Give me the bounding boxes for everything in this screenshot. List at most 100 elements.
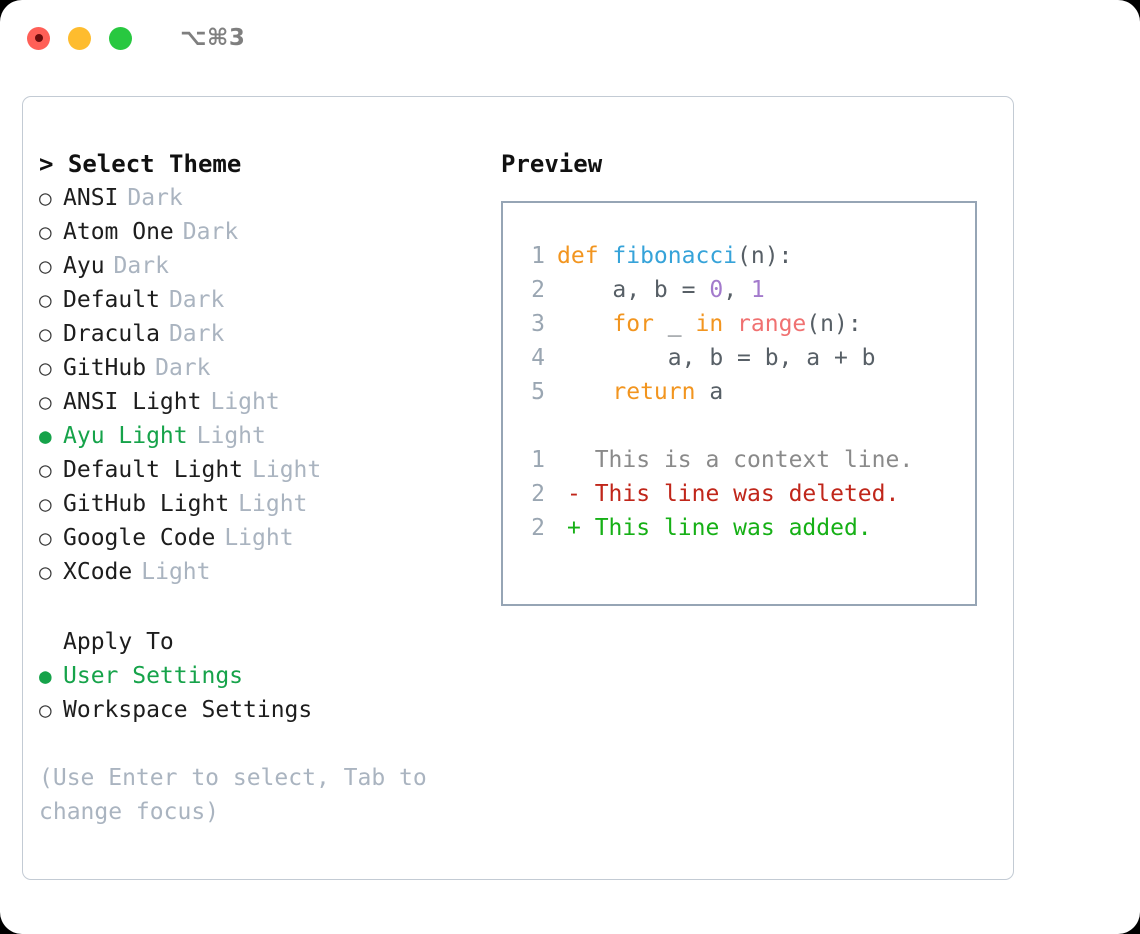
code-text: def fibonacci(n): <box>557 239 792 273</box>
apply-to-option-label: User Settings <box>63 663 244 689</box>
radio-unselected-icon: ○ <box>39 288 52 312</box>
diff-text: This line was added. <box>580 515 872 541</box>
diff-line-ctx: 1 This is a context line. <box>503 443 975 477</box>
code-token-pl: a, b = <box>557 277 710 303</box>
code-line: 4 a, b = b, a + b <box>503 341 975 375</box>
diff-line-add: 2 + This line was added. <box>503 511 975 545</box>
diff-marker: + <box>567 515 581 541</box>
code-token-pl: (n): <box>737 243 793 269</box>
line-number: 3 <box>531 311 545 337</box>
line-number: 2 <box>531 277 545 303</box>
theme-option-6[interactable]: ○ ANSI Light Light <box>39 385 479 419</box>
apply-to-option-0[interactable]: ● User Settings <box>39 659 479 693</box>
window-controls <box>27 26 132 50</box>
code-token-pl: (n): <box>806 311 862 337</box>
code-token-fn: fibonacci <box>612 243 738 269</box>
code-text: a, b = 0, 1 <box>557 273 765 307</box>
theme-option-label: Atom One <box>63 219 174 245</box>
line-number: 1 <box>531 447 545 473</box>
theme-option-8[interactable]: ○ Default Light Light <box>39 453 479 487</box>
radio-selected-icon: ● <box>39 664 52 688</box>
minimize-button-icon[interactable] <box>68 26 91 50</box>
radio-unselected-icon: ○ <box>39 220 52 244</box>
keyboard-hint-text: (Use Enter to select, Tab to change focu… <box>39 765 441 825</box>
code-token-pl <box>557 379 612 405</box>
theme-variant-tag: Dark <box>155 355 211 381</box>
diff-text: This line was deleted. <box>580 481 900 507</box>
apply-to-option-1[interactable]: ○ Workspace Settings <box>39 693 479 727</box>
code-token-num: 1 <box>750 277 765 303</box>
theme-variant-tag: Light <box>210 389 280 415</box>
radio-unselected-icon: ○ <box>39 356 52 380</box>
code-token-kw: return <box>612 379 696 405</box>
diff-marker <box>557 443 581 477</box>
code-token-pl: , <box>723 277 751 303</box>
radio-unselected-icon: ○ <box>39 560 52 584</box>
code-token-num: 0 <box>709 277 724 303</box>
code-line: 3 for _ in range(n): <box>503 307 975 341</box>
theme-option-label: ANSI Light <box>63 389 202 415</box>
theme-option-5[interactable]: ○ GitHub Dark <box>39 351 479 385</box>
line-number: 4 <box>531 345 545 371</box>
radio-unselected-icon: ○ <box>39 698 52 722</box>
radio-selected-icon: ● <box>39 424 52 448</box>
theme-variant-tag: Dark <box>168 321 225 347</box>
line-number: 2 <box>531 481 545 507</box>
code-token-kw: for <box>612 311 654 337</box>
code-token-pl <box>723 311 737 337</box>
diff-marker: - <box>567 481 581 507</box>
code-token-bi: range <box>737 311 807 337</box>
line-number: 5 <box>531 379 545 405</box>
code-text: for _ in range(n): <box>557 307 862 341</box>
select-theme-heading: > Select Theme <box>39 150 242 178</box>
theme-option-label: Default Light <box>63 457 244 483</box>
line-number: 2 <box>531 515 545 541</box>
preview-heading: Preview <box>501 150 603 178</box>
code-line: 5 return a <box>503 375 975 409</box>
apply-to-section: Apply To ●User Settings○Workspace Settin… <box>39 625 479 727</box>
radio-unselected-icon: ○ <box>39 186 52 210</box>
code-token-kw: in <box>695 311 724 337</box>
theme-option-label: Ayu Light <box>63 423 188 449</box>
theme-option-label: GitHub <box>63 355 147 381</box>
apply-to-option-label: Workspace Settings <box>63 697 313 723</box>
line-number: 1 <box>531 243 545 269</box>
preview-spacer <box>503 409 975 443</box>
radio-unselected-icon: ○ <box>39 322 52 346</box>
close-button-icon[interactable] <box>27 26 50 50</box>
diff-line-del: 2- This line was deleted. <box>503 477 975 511</box>
apply-to-list[interactable]: ● User Settings ○ Workspace Settings <box>39 659 479 727</box>
radio-unselected-icon: ○ <box>39 390 52 414</box>
code-text: return a <box>557 375 723 409</box>
theme-variant-tag: Light <box>196 423 266 449</box>
theme-variant-tag: Light <box>252 457 322 483</box>
zoom-button-icon[interactable] <box>109 26 132 50</box>
theme-option-label: Dracula <box>63 321 160 347</box>
code-token-pl <box>557 311 612 337</box>
code-line: 1 def fibonacci(n): <box>503 239 975 273</box>
theme-variant-tag: Light <box>238 491 308 517</box>
title-bar: ⌥⌘3 <box>0 0 1140 76</box>
keyboard-shortcut-label: ⌥⌘3 <box>180 25 246 51</box>
theme-option-4[interactable]: ○ Dracula Dark <box>39 317 479 351</box>
radio-unselected-icon: ○ <box>39 458 52 482</box>
diff-sample: 1 This is a context line.2- This line wa… <box>503 443 975 545</box>
code-token-pl: _ <box>653 311 696 337</box>
theme-option-label: GitHub Light <box>63 491 230 517</box>
code-line: 2 a, b = 0, 1 <box>503 273 975 307</box>
theme-option-7[interactable]: ● Ayu Light Light <box>39 419 479 453</box>
theme-variant-tag: Dark <box>168 287 225 313</box>
